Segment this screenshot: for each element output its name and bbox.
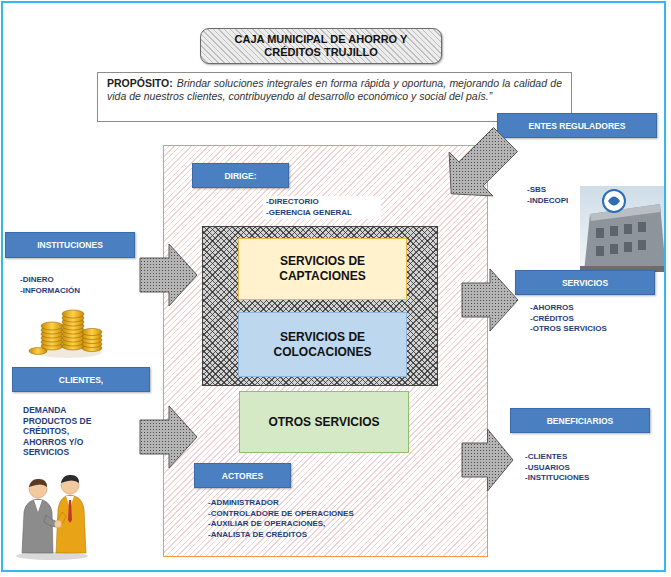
regulator-group: ENTES REGULADORES -SBS-INDECOPI (497, 113, 665, 213)
list-item: -CLIENTES (525, 452, 655, 463)
list-item: -ANALISTA DE CRÉDITOS (208, 530, 418, 541)
coins-illustration (29, 310, 102, 358)
process-box: SERVICIOS DE CAPTACIONES (238, 238, 407, 300)
process-box: SERVICIOS DE COLOCACIONES (238, 312, 407, 377)
purpose-paragraph: PROPÓSITO:Brindar soluciones integrales … (107, 77, 562, 103)
group-heading: CLIENTES, (12, 367, 150, 392)
output-group: SERVICIOS -AHORROS-CRÉDITOS-OTROS SERVICI… (515, 270, 665, 350)
purpose-text: Brindar soluciones integrales en forma r… (107, 77, 562, 102)
item-list: DEMANDA PRODUCTOS DE CRÉDITOS, AHORROS Y… (23, 405, 107, 458)
purpose-heading: PROPÓSITO: (107, 77, 173, 89)
handshake-illustration (16, 475, 88, 560)
list-item: -USUARIOS (525, 463, 655, 474)
list-item: -CONTROLADORE DE OPERACIONES (208, 509, 418, 520)
input-group: CLIENTES, DEMANDA PRODUCTOS DE CRÉDITOS, … (12, 367, 150, 467)
box-label: SERVICIOS DE COLOCACIONES (249, 330, 396, 360)
list-item: -DINERO (20, 275, 135, 286)
core-services-box: SERVICIOS DE CAPTACIONES SERVICIOS DE COL… (202, 226, 438, 386)
group-heading: DIRIGE: (192, 163, 289, 188)
list-item: -GERENCIA GENERAL (266, 208, 378, 219)
box-label: OTROS SERVICIOS (268, 415, 379, 430)
group-heading: SERVICIOS (515, 270, 655, 295)
list-item: -AHORROS (530, 303, 660, 314)
output-group: BENEFICIARIOS -CLIENTES-USUARIOS-INSTITUC… (510, 408, 660, 498)
diagram-title: CAJA MUNICIPAL DE AHORRO Y CRÉDITOS TRUJ… (200, 28, 442, 64)
group-heading: INSTITUCIONES (5, 232, 135, 258)
input-group: INSTITUCIONES -DINERO-INFORMACIÓN (5, 232, 140, 307)
group-heading: ACTORES (194, 463, 291, 488)
list-panel: -DIRECTORIO-GERENCIA GENERAL (263, 196, 381, 219)
building-photo (580, 186, 666, 272)
list-item: -INSTITUCIONES (525, 473, 655, 484)
list-item: -INDECOPI (527, 196, 587, 207)
group-heading: BENEFICIARIOS (510, 408, 650, 433)
list-item: -OTROS SERVICIOS (530, 324, 660, 335)
direction-group: DIRIGE: -DIRECTORIO-GERENCIA GENERAL (192, 163, 412, 225)
group-heading: ENTES REGULADORES (497, 113, 657, 138)
item-list: -AHORROS-CRÉDITOS-OTROS SERVICIOS (530, 303, 660, 335)
item-list: -CLIENTES-USUARIOS-INSTITUCIONES (525, 452, 655, 484)
item-list: -DINERO-INFORMACIÓN (20, 275, 135, 296)
box-label: SERVICIOS DE CAPTACIONES (249, 254, 396, 284)
list-item: -SBS (527, 185, 587, 196)
list-item: DEMANDA PRODUCTOS DE CRÉDITOS, AHORROS Y… (23, 405, 107, 458)
item-list: -ADMINISTRADOR-CONTROLADORE DE OPERACION… (208, 498, 418, 540)
process-box: OTROS SERVICIOS (239, 391, 409, 453)
list-item: -ADMINISTRADOR (208, 498, 418, 509)
list-item: -INFORMACIÓN (20, 286, 135, 297)
item-list: -SBS-INDECOPI (527, 185, 587, 206)
list-item: -DIRECTORIO (266, 197, 378, 208)
actors-group: ACTORES -ADMINISTRADOR-CONTROLADORE DE OP… (194, 463, 424, 553)
organization-boundary: DIRIGE: -DIRECTORIO-GERENCIA GENERAL SERVI… (163, 145, 488, 557)
list-item: -CRÉDITOS (530, 314, 660, 325)
list-item: -AUXILIAR DE OPERACIONES, (208, 519, 418, 530)
